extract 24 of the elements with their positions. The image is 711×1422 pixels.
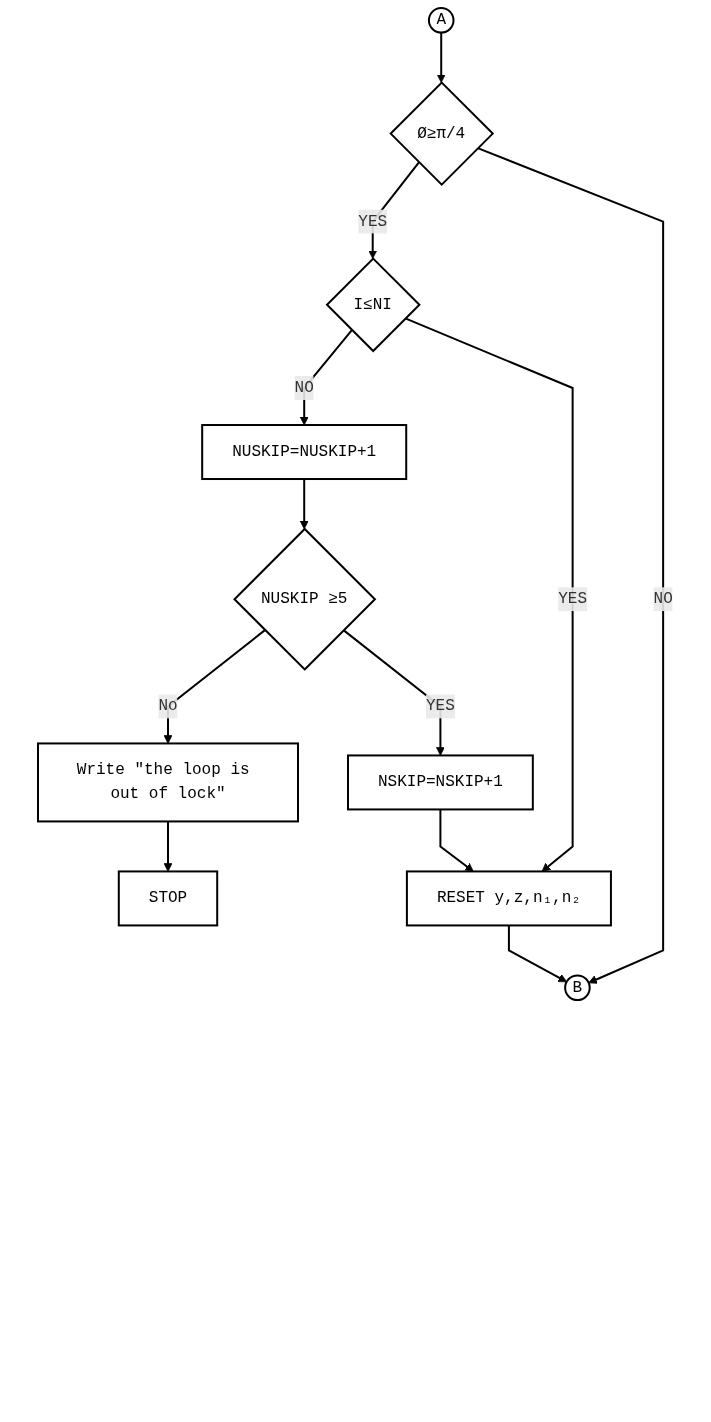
arrow [163,820,173,872]
edge-label: NO [294,379,314,398]
arrow [404,317,574,872]
node-box: RESET y,z,n₁,n₂ [406,870,613,927]
node-box: STOP [117,870,219,927]
node-circle: B [564,974,591,1002]
node-diamond: I≤NI [325,257,421,353]
node-circle: A [428,7,455,34]
arrow [299,329,353,426]
node-diamond: NUSKIP ≥5 [233,527,377,671]
edge-label: YES [426,697,455,716]
arrow [299,478,309,530]
edge-label: YES [358,212,388,231]
arrow [508,924,568,983]
arrow [436,31,446,83]
edge-label: YES [558,590,588,609]
edge-label: No [158,697,178,716]
arrow [439,808,474,872]
arrow [163,629,267,744]
node-box: Write "the loop is out of lock" [37,742,300,823]
node-box: NSKIP=NSKIP+1 [347,754,534,811]
edge-label: NO [653,590,673,609]
node-box: NUSKIP=NUSKIP+1 [201,424,408,480]
node-diamond: Ø≥π/4 [389,81,495,187]
